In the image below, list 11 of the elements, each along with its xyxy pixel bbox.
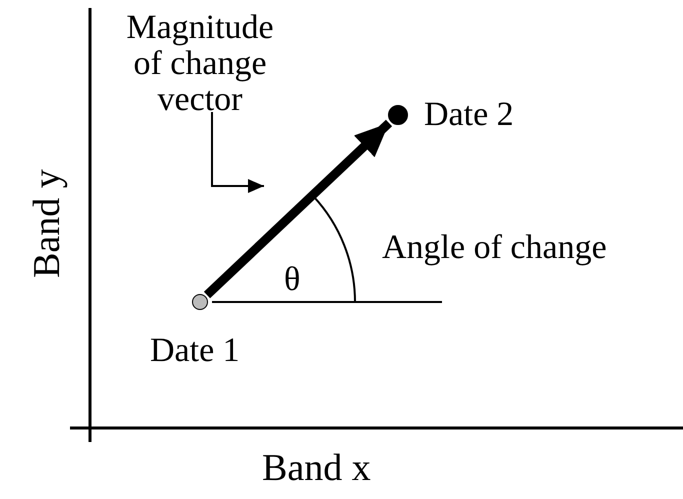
angle-symbol: θ — [284, 262, 300, 298]
axis-label: Band y — [29, 168, 65, 278]
point-label: Date 2 — [424, 97, 514, 133]
leader-line — [211, 112, 264, 193]
axis-label: Band x — [262, 450, 371, 486]
point-label: Date 1 — [150, 333, 240, 369]
point-marker — [388, 105, 408, 125]
angle-label: Angle of change — [382, 230, 607, 266]
callout-text: Magnitude of change vector — [110, 10, 290, 118]
change-vector-arrow — [204, 120, 392, 298]
point-marker — [192, 294, 208, 310]
